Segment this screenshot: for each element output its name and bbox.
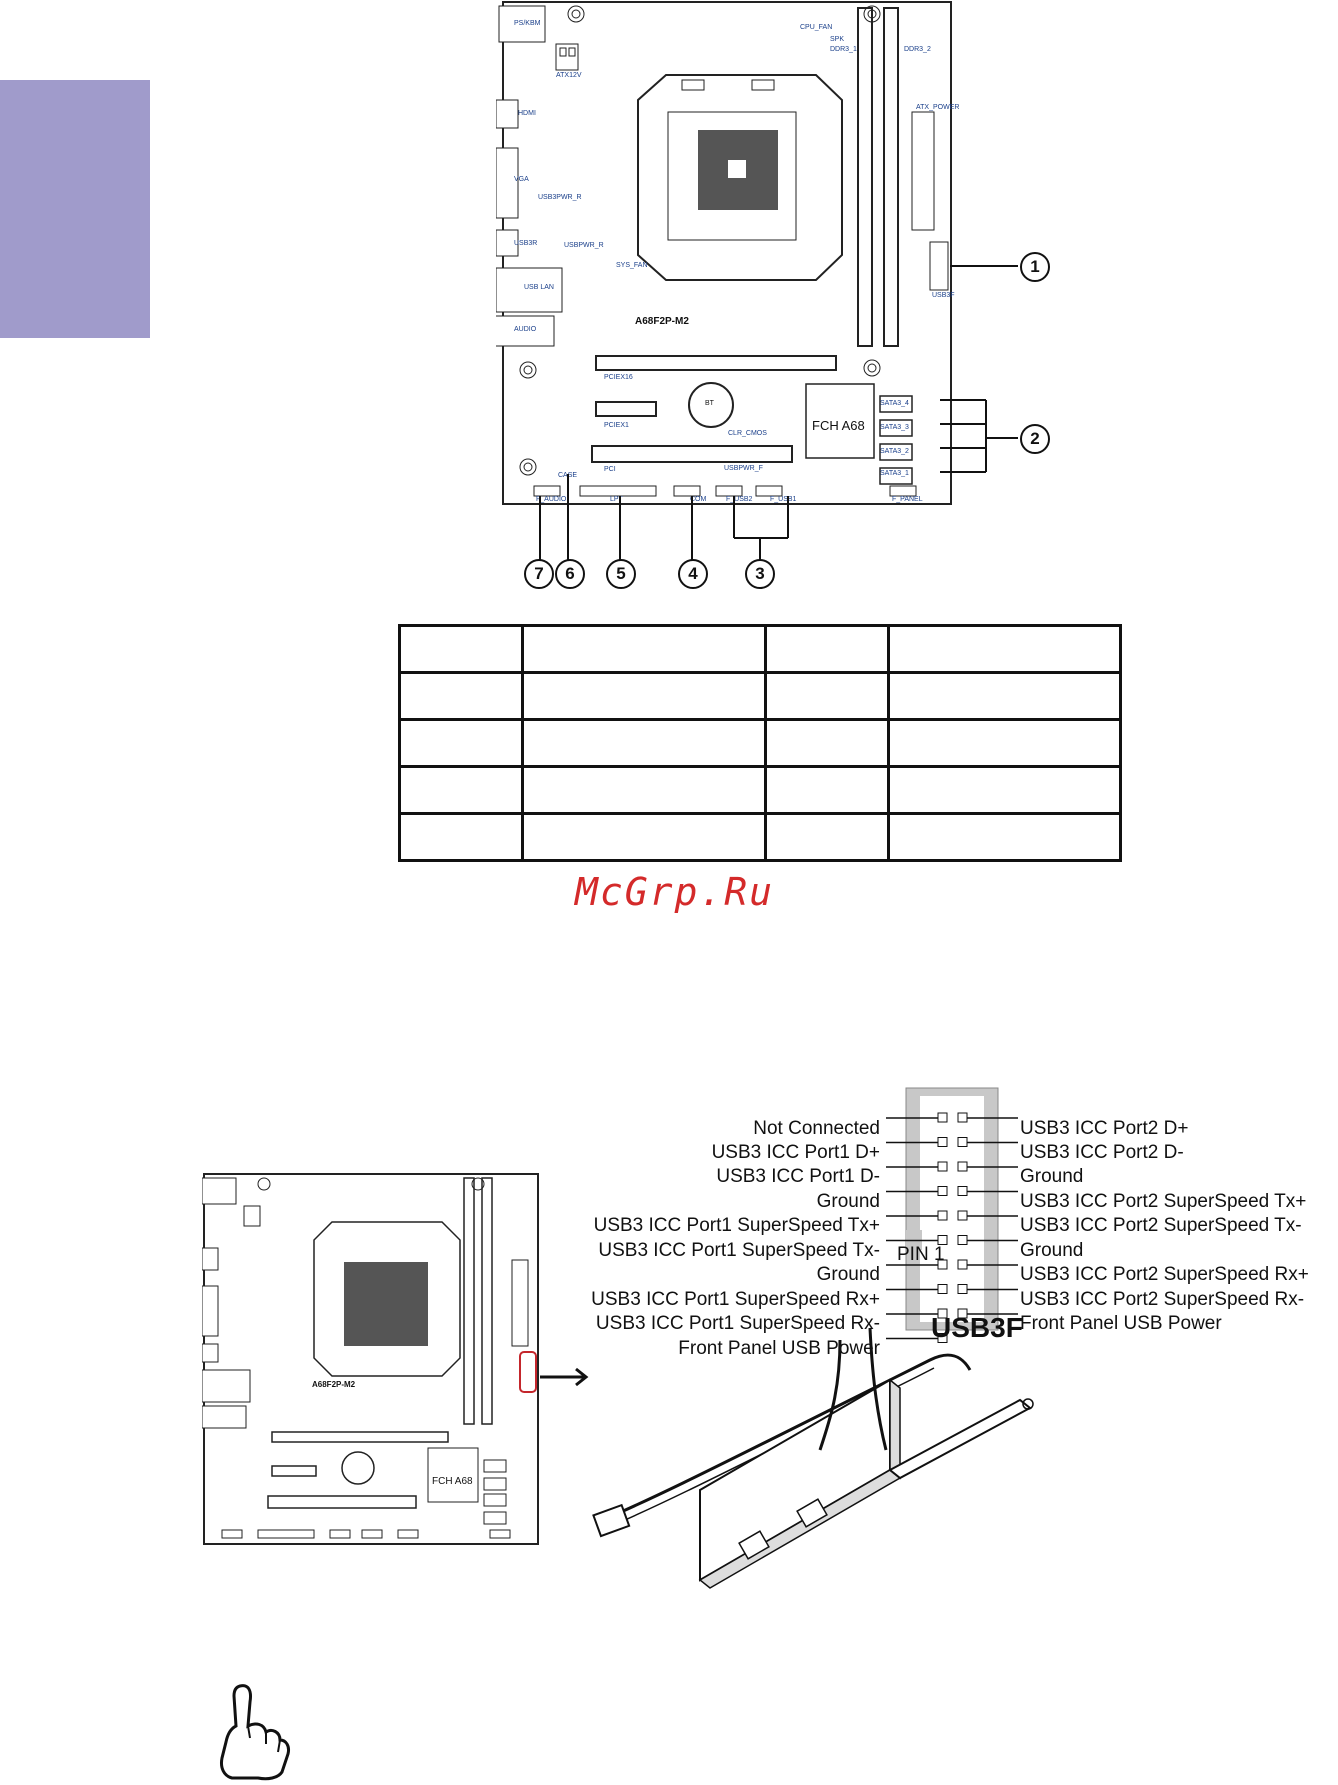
left-pin-3: USB3 ICC Port1 SuperSpeed Rx+ bbox=[591, 1289, 880, 1310]
callout-2: 2 bbox=[1020, 424, 1050, 454]
vga-label: VGA bbox=[514, 176, 529, 183]
right-pin-17: Ground bbox=[1020, 1166, 1084, 1187]
right-pin-12: USB3 ICC Port2 SuperSpeed Rx- bbox=[1020, 1289, 1305, 1310]
usb3pwr-r-label: USB3PWR_R bbox=[538, 194, 582, 201]
usb3f-label: USB3F bbox=[932, 292, 955, 299]
pin-right-1 bbox=[957, 1112, 968, 1123]
callout-4: 4 bbox=[678, 559, 708, 589]
sata3-3-label: SATA3_3 bbox=[880, 424, 909, 431]
pciex16-label: PCIEX16 bbox=[604, 374, 633, 381]
com-label: COM bbox=[690, 496, 707, 503]
pci-label: PCI bbox=[604, 466, 616, 473]
pin-left-1 bbox=[937, 1112, 948, 1123]
left-pin-8: USB3 ICC Port1 D- bbox=[716, 1166, 880, 1187]
pin-right-3 bbox=[957, 1161, 968, 1172]
fch-chip-label: FCH A68 bbox=[812, 418, 865, 433]
pin-right-8 bbox=[957, 1284, 968, 1294]
callout-leaders bbox=[539, 265, 1018, 562]
clr-cmos-label: CLR_CMOS bbox=[728, 430, 767, 437]
callout-5: 5 bbox=[606, 559, 636, 589]
pin-grid bbox=[886, 1112, 1018, 1343]
pin-left-2 bbox=[937, 1137, 948, 1147]
motherboard-outline bbox=[496, 1, 952, 505]
section-tab bbox=[0, 80, 150, 338]
right-pin-11: Front Panel USB Power bbox=[1020, 1313, 1222, 1334]
f-usb1-label: F_USB1 bbox=[770, 496, 797, 503]
usbpwr-r-label: USBPWR_R bbox=[564, 242, 604, 249]
cpu-fan-label: CPU_FAN bbox=[800, 24, 833, 31]
left-pin-7: Ground bbox=[816, 1191, 880, 1212]
left-pin-10: Not Connected bbox=[753, 1118, 880, 1139]
sata3-2-label: SATA3_2 bbox=[880, 448, 909, 455]
table-row bbox=[398, 812, 1122, 862]
left-pin-5: USB3 ICC Port1 SuperSpeed Tx- bbox=[598, 1240, 880, 1261]
small-fch-label: FCH A68 bbox=[432, 1476, 473, 1487]
usb3f-bracket-label: USB3F bbox=[931, 1312, 1023, 1343]
callout-3: 3 bbox=[745, 559, 775, 589]
usb3r-label: USB3R bbox=[514, 240, 538, 247]
f-audio-label: F_AUDIO bbox=[536, 496, 567, 503]
callout-1: 1 bbox=[1020, 252, 1050, 282]
pin-right-7 bbox=[957, 1259, 968, 1270]
pointing-hand-icon bbox=[220, 1684, 290, 1781]
model-label: A68F2P-M2 bbox=[635, 316, 689, 327]
ddr3-2-label: DDR3_2 bbox=[904, 46, 931, 53]
left-pin-4: Ground bbox=[816, 1264, 880, 1285]
atx-power-label: ATX_POWER bbox=[916, 104, 960, 111]
sys-fan-label: SYS_FAN bbox=[616, 262, 648, 269]
pin-right-2 bbox=[957, 1137, 968, 1147]
right-pin-18: USB3 ICC Port2 D- bbox=[1020, 1142, 1184, 1163]
callout-6: 6 bbox=[555, 559, 585, 589]
pin-left-8 bbox=[937, 1284, 948, 1294]
f-panel-label: F_PANEL bbox=[892, 496, 923, 503]
pin-right-5 bbox=[957, 1210, 968, 1221]
small-board-outline bbox=[202, 1173, 539, 1545]
table-row bbox=[398, 718, 1122, 768]
pin-left-4 bbox=[937, 1186, 948, 1196]
connector-table bbox=[398, 624, 1122, 862]
sata3-4-label: SATA3_4 bbox=[880, 400, 909, 407]
spk-label: SPK bbox=[830, 36, 845, 43]
sata3-1-label: SATA3_1 bbox=[880, 470, 909, 477]
f-usb2-label: F_USB2 bbox=[726, 496, 753, 503]
right-pin-15: USB3 ICC Port2 SuperSpeed Tx- bbox=[1020, 1215, 1302, 1236]
ddr3-1-label: DDR3_1 bbox=[830, 46, 857, 53]
left-pin-6: USB3 ICC Port1 SuperSpeed Tx+ bbox=[593, 1215, 880, 1236]
header-outline bbox=[886, 1087, 1018, 1343]
atx12v-label: ATX12V bbox=[556, 72, 582, 79]
pin1-label: PIN 1 bbox=[897, 1244, 945, 1265]
ps2-label: PS/KBM bbox=[514, 20, 541, 27]
pciex1-label: PCIEX1 bbox=[604, 422, 629, 429]
pin-left-5 bbox=[937, 1210, 948, 1221]
right-pin-19: USB3 ICC Port2 D+ bbox=[1020, 1118, 1189, 1139]
right-pin-16: USB3 ICC Port2 SuperSpeed Tx+ bbox=[1020, 1191, 1307, 1212]
left-pin-1: Front Panel USB Power bbox=[678, 1338, 880, 1359]
hdmi-label: HDMI bbox=[518, 110, 536, 117]
table-row bbox=[398, 671, 1122, 721]
watermark: McGrp.Ru bbox=[575, 870, 775, 914]
right-pin-13: USB3 ICC Port2 SuperSpeed Rx+ bbox=[1020, 1264, 1309, 1285]
right-arrow-icon bbox=[540, 1367, 589, 1387]
table-row bbox=[398, 765, 1122, 815]
audio-label: AUDIO bbox=[514, 326, 537, 333]
usb3f-bracket-illustration bbox=[592, 1327, 1034, 1589]
callout-7: 7 bbox=[524, 559, 554, 589]
table-row bbox=[398, 624, 1122, 674]
right-pin-14: Ground bbox=[1020, 1240, 1084, 1261]
left-pin-9: USB3 ICC Port1 D+ bbox=[711, 1142, 880, 1163]
usbpwr-f-label: USBPWR_F bbox=[724, 465, 763, 472]
pin-right-4 bbox=[957, 1186, 968, 1196]
pin-left-3 bbox=[937, 1161, 948, 1172]
lpt-label: LPT bbox=[610, 496, 623, 503]
usb-lan-label: USB LAN bbox=[524, 284, 554, 291]
left-pin-2: USB3 ICC Port1 SuperSpeed Rx- bbox=[595, 1313, 880, 1334]
pin-right-6 bbox=[957, 1235, 968, 1245]
small-model-label: A68F2P-M2 bbox=[312, 1380, 356, 1389]
bt-label: BT bbox=[705, 400, 714, 407]
